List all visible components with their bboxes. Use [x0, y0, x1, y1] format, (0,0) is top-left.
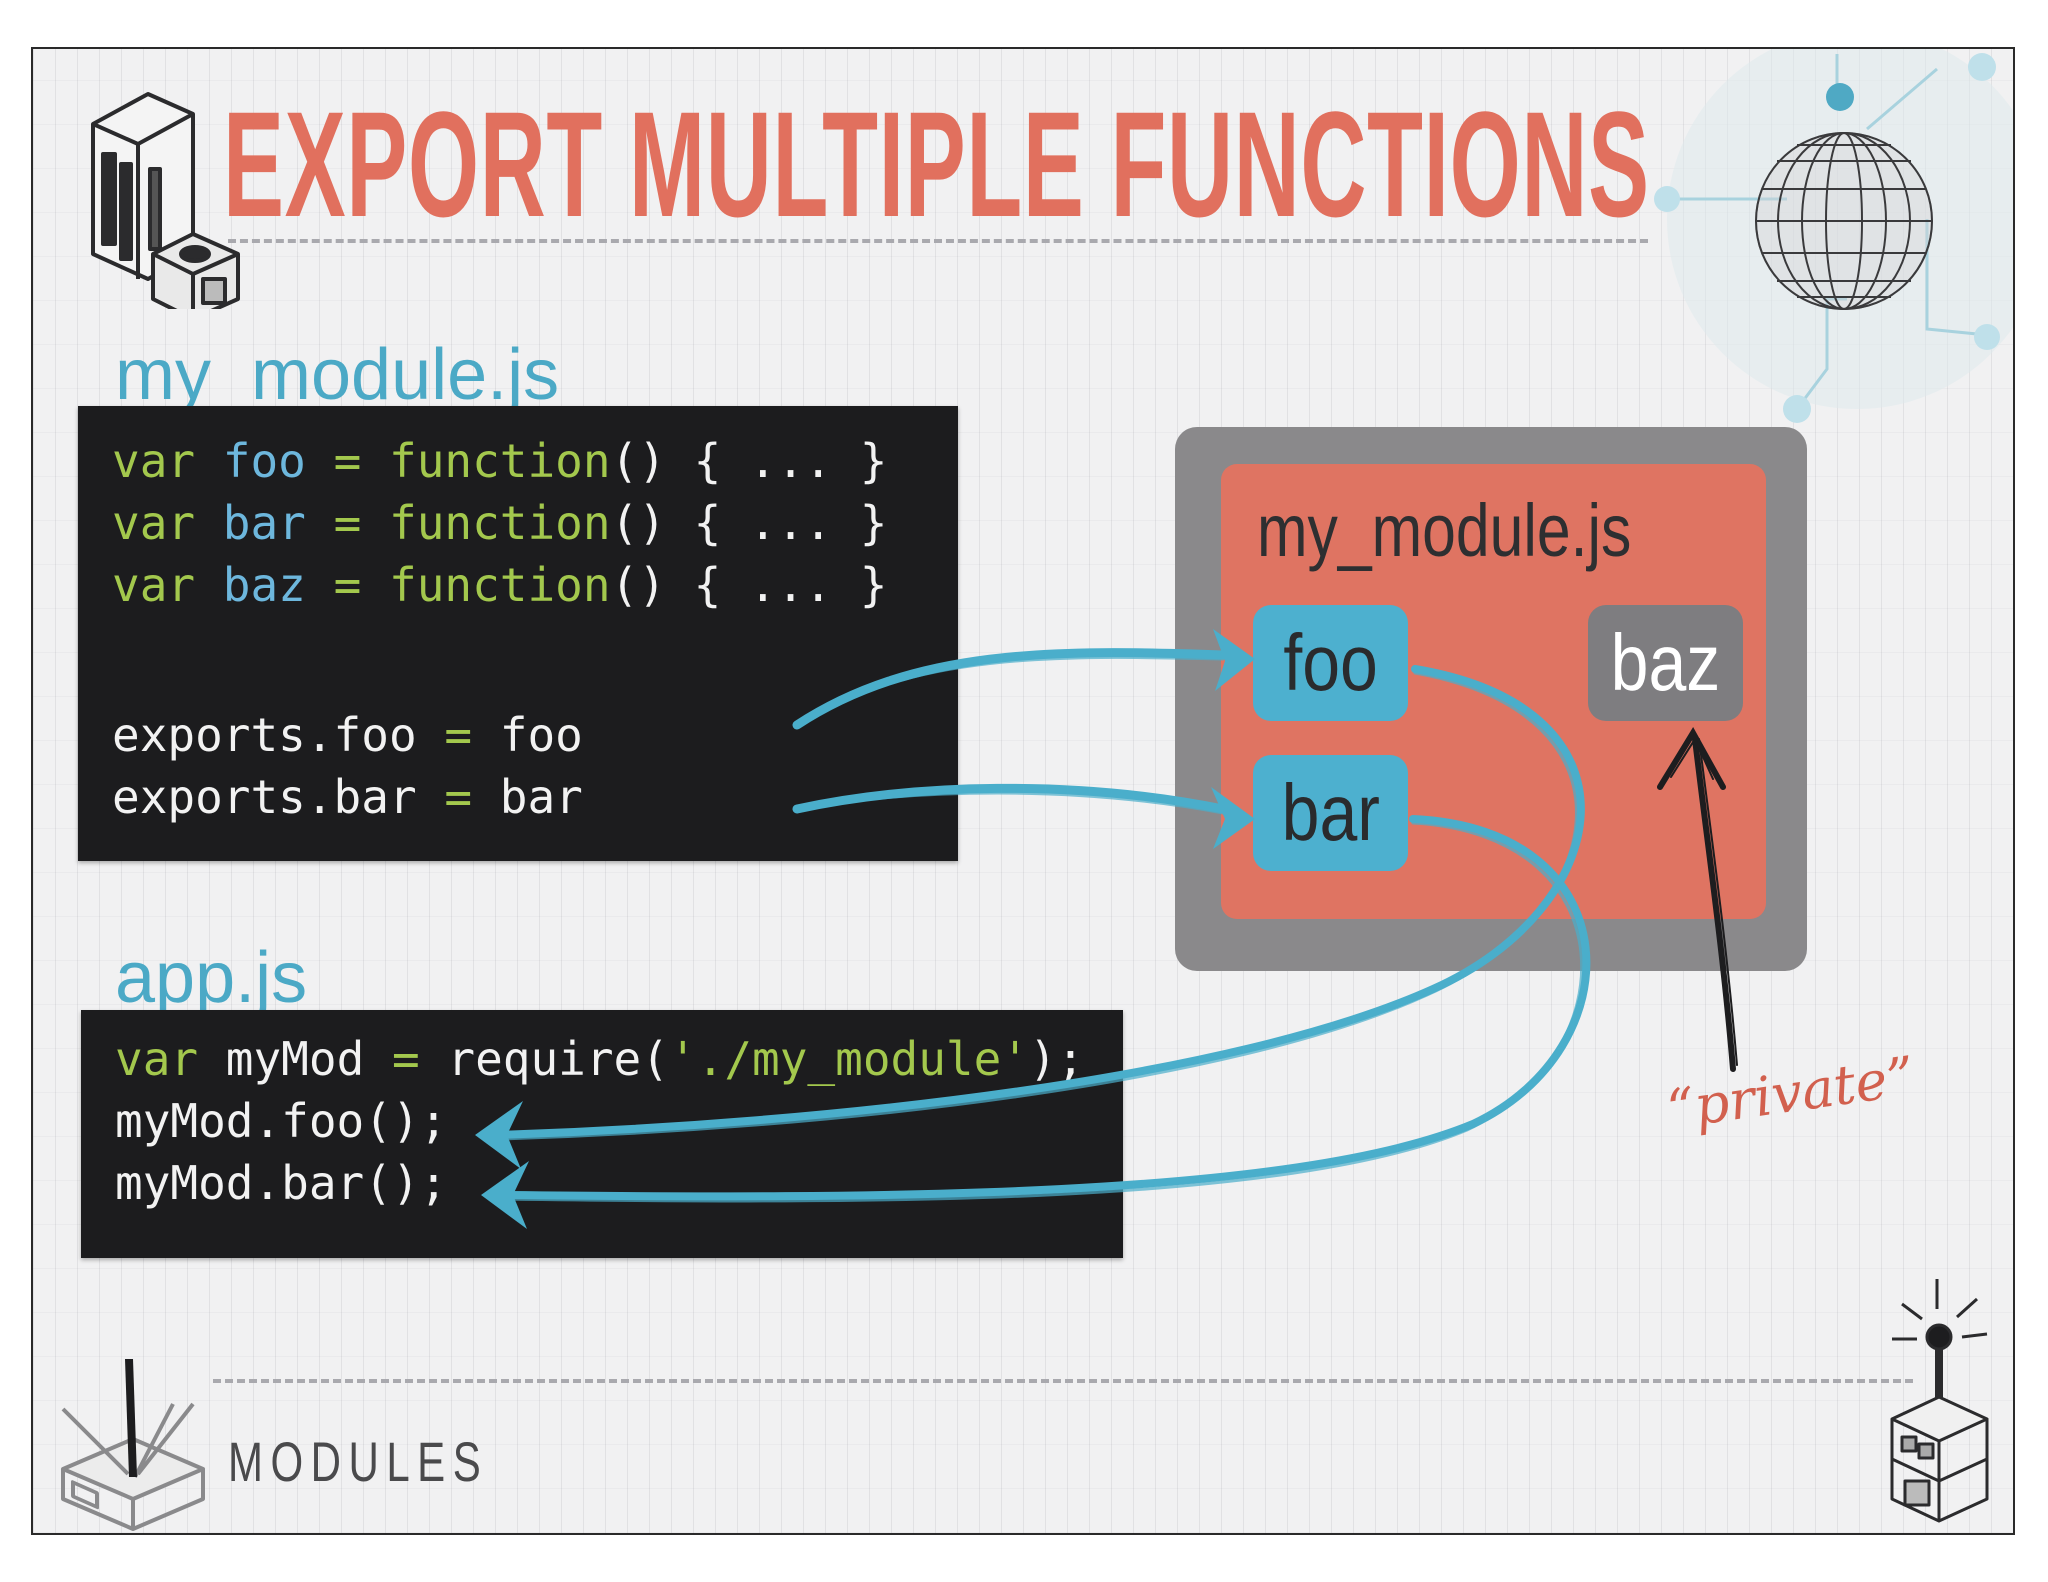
arrow-bar-to-app: [499, 815, 1591, 1201]
arrowhead-foo-chip: [1213, 629, 1255, 691]
building-icon: [91, 92, 240, 309]
arrow-private-baz: [1692, 736, 1736, 1072]
flow-arrows: [475, 629, 1738, 1229]
globe-network-illustration: [1654, 49, 2013, 423]
code-line-bar: var bar = function() { ... }: [112, 496, 888, 550]
slide: EXPORT MULTIPLE FUNCTIONS: [31, 47, 2015, 1535]
globe-icon: [1755, 132, 1933, 310]
bar-chip: bar: [1253, 755, 1408, 871]
title-divider: [228, 239, 1648, 243]
code-line-baz: var baz = function() { ... }: [112, 558, 888, 612]
footer-divider: [213, 1379, 1913, 1383]
code-line-foo: var foo = function() { ... }: [112, 434, 888, 488]
module-box-title: my_module.js: [1257, 489, 1632, 572]
baz-chip: baz: [1588, 605, 1743, 721]
arrowhead-bar-chip: [1211, 787, 1255, 849]
arrowhead-call-foo: [475, 1101, 523, 1169]
foo-chip: foo: [1253, 605, 1408, 721]
page-title: EXPORT MULTIPLE FUNCTIONS: [223, 80, 1650, 248]
arrow-export-foo: [792, 648, 1228, 730]
arrowhead-call-bar: [481, 1161, 529, 1229]
app-code-block: var myMod = require('./my_module'); myMo…: [81, 1010, 1123, 1258]
lamp-device-icon: [1890, 1279, 1989, 1523]
app-file-label: app.js: [115, 938, 308, 1018]
footer-label: MODULES: [228, 1430, 489, 1493]
code-line-require: var myMod = require('./my_module');: [115, 1032, 1085, 1086]
my-module-code-block: var foo = function() { ... } var bar = f…: [78, 406, 958, 861]
code-line-exports-foo: exports.foo = foo: [112, 708, 583, 762]
arrow-foo-to-app: [494, 665, 1585, 1139]
code-line-call-foo: myMod.foo();: [115, 1094, 448, 1148]
code-line-call-bar: myMod.bar();: [115, 1156, 448, 1210]
tool-box-icon: [61, 1359, 205, 1531]
my-module-file-label: my_module.js: [115, 335, 560, 415]
code-line-exports-bar: exports.bar = bar: [112, 770, 583, 824]
arrow-export-bar: [792, 783, 1228, 814]
